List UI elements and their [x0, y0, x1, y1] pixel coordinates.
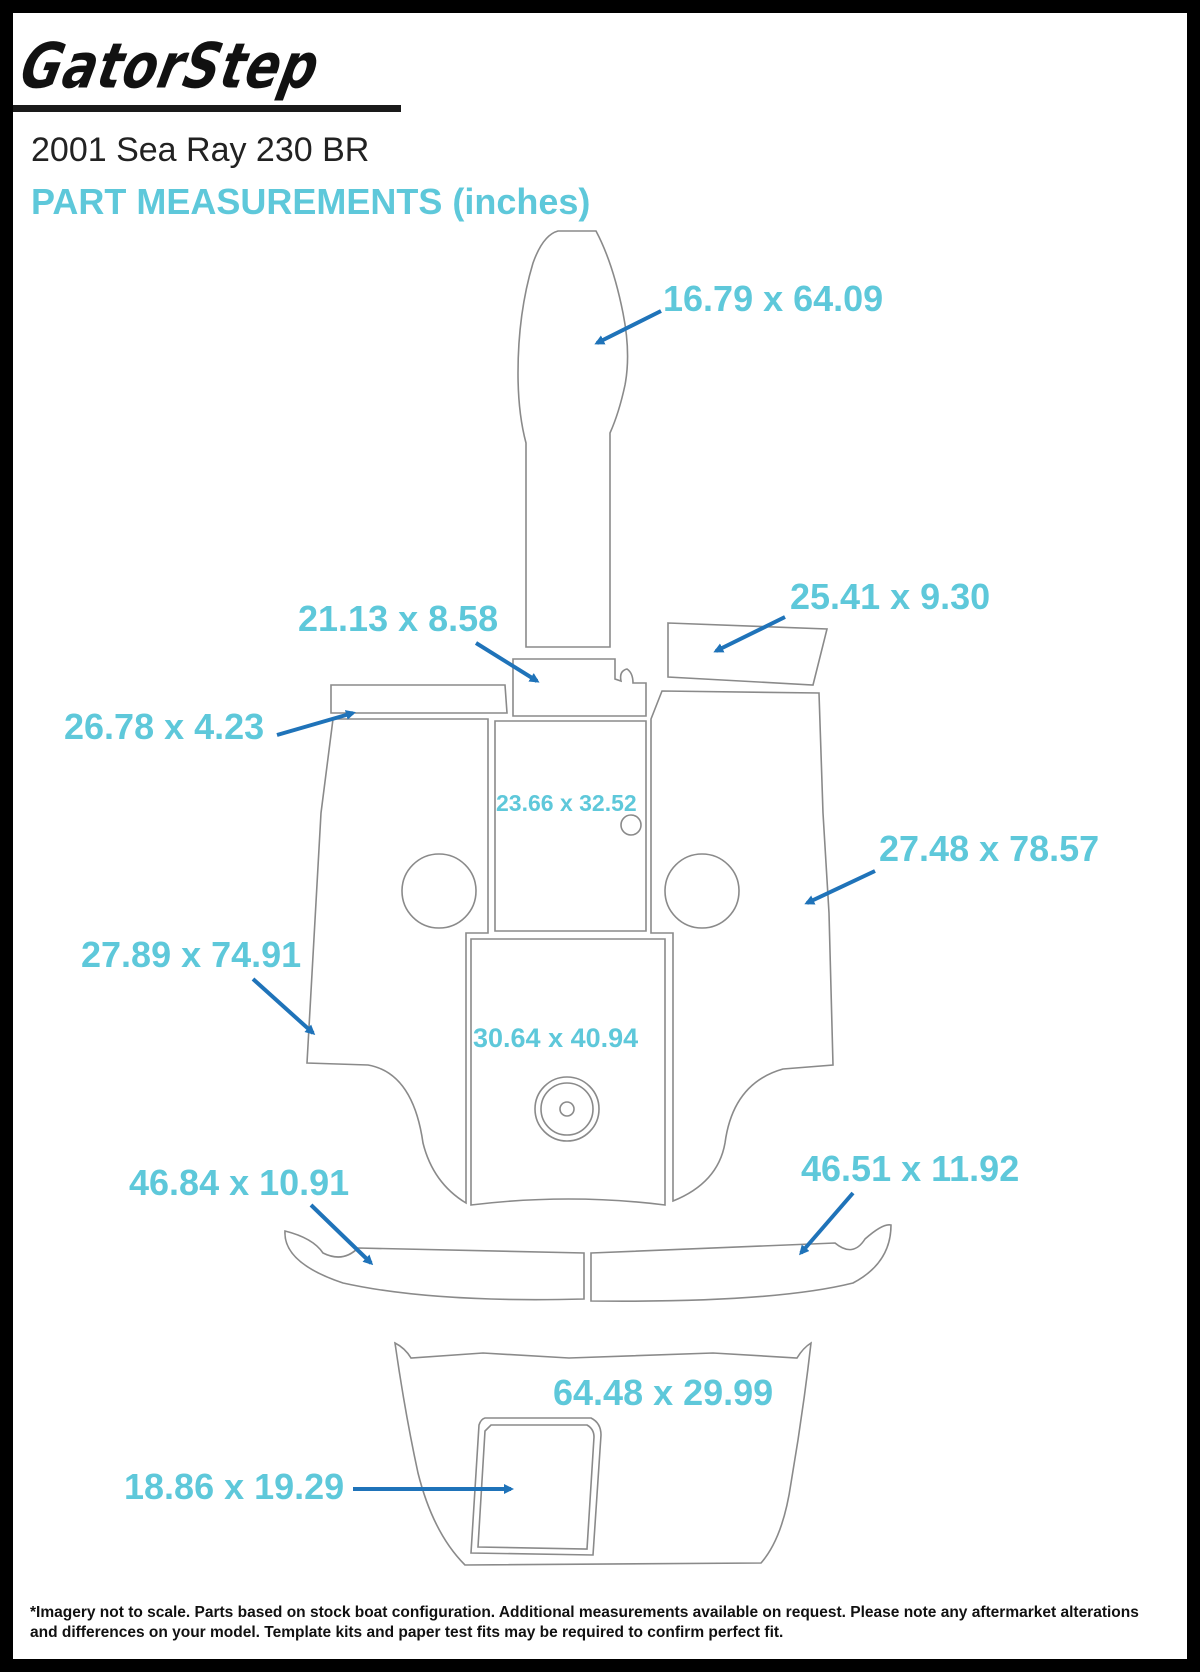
bow-walkway-outline: [517, 230, 629, 648]
arrow-bow-walkway: [594, 309, 662, 345]
label-port-step-pad: 26.78 x 4.23: [64, 706, 264, 747]
label-bow-walkway: 16.79 x 64.09: [663, 278, 883, 319]
starboard-cupholder-ring: [664, 853, 740, 929]
arrow-center-step-pad: [474, 641, 540, 683]
port-floor-outline: [306, 718, 489, 1205]
logo-underline: [13, 105, 401, 112]
port-step-pad-outline: [330, 684, 508, 714]
arrow-port-step-pad: [276, 710, 356, 737]
starboard-swim-step-outline: [590, 1223, 892, 1302]
arrow-starboard-floor: [804, 869, 876, 905]
arrow-port-floor: [251, 977, 316, 1036]
center-hatch-upper-outline: [494, 720, 647, 932]
swim-platform-hatch-inner: [477, 1424, 595, 1550]
label-starboard-step-pad: 25.41 x 9.30: [790, 576, 990, 617]
arrow-port-swim-step: [309, 1203, 374, 1266]
label-center-hatch-upper: 23.66 x 32.52: [496, 790, 637, 816]
arrow-starboard-swim-step: [799, 1191, 855, 1256]
drain-center: [559, 1101, 575, 1117]
starboard-floor-outline: [650, 690, 834, 1203]
drain-outer-ring: [534, 1076, 600, 1142]
port-swim-step-outline: [284, 1229, 585, 1301]
section-title: PART MEASUREMENTS (inches): [31, 181, 591, 222]
swim-platform-outline: [393, 1341, 812, 1566]
label-center-step-pad: 21.13 x 8.58: [298, 598, 498, 639]
hatch-upper-hole: [620, 814, 642, 836]
gatorstep-logo: GatorStep: [14, 30, 327, 103]
label-starboard-swim-step: 46.51 x 11.92: [801, 1148, 1019, 1189]
port-cupholder-ring: [401, 853, 477, 929]
swim-platform-hatch-outline: [470, 1417, 602, 1556]
label-starboard-floor: 27.48 x 78.57: [879, 828, 1099, 869]
arrow-starboard-step-pad: [713, 615, 786, 653]
label-swim-platform-hatch: 18.86 x 19.29: [124, 1466, 344, 1507]
label-swim-platform: 64.48 x 29.99: [553, 1372, 773, 1413]
label-center-floor-lower: 30.64 x 40.94: [473, 1023, 638, 1053]
boat-title: 2001 Sea Ray 230 BR: [31, 131, 370, 169]
parts-diagram: 16.79 x 64.09 25.41 x 9.30 21.13 x 8.58 …: [64, 230, 1099, 1566]
disclaimer-text: *Imagery not to scale. Parts based on st…: [30, 1604, 1139, 1642]
template-sheet: 16.79 x 64.09 25.41 x 9.30 21.13 x 8.58 …: [13, 13, 1187, 1659]
center-floor-lower-outline: [470, 938, 666, 1206]
drain-inner-ring: [540, 1082, 594, 1136]
label-port-swim-step: 46.84 x 10.91: [129, 1162, 349, 1203]
starboard-step-pad-outline: [667, 622, 829, 686]
center-step-pad-outline: [512, 658, 647, 717]
label-port-floor: 27.89 x 74.91: [81, 934, 301, 975]
